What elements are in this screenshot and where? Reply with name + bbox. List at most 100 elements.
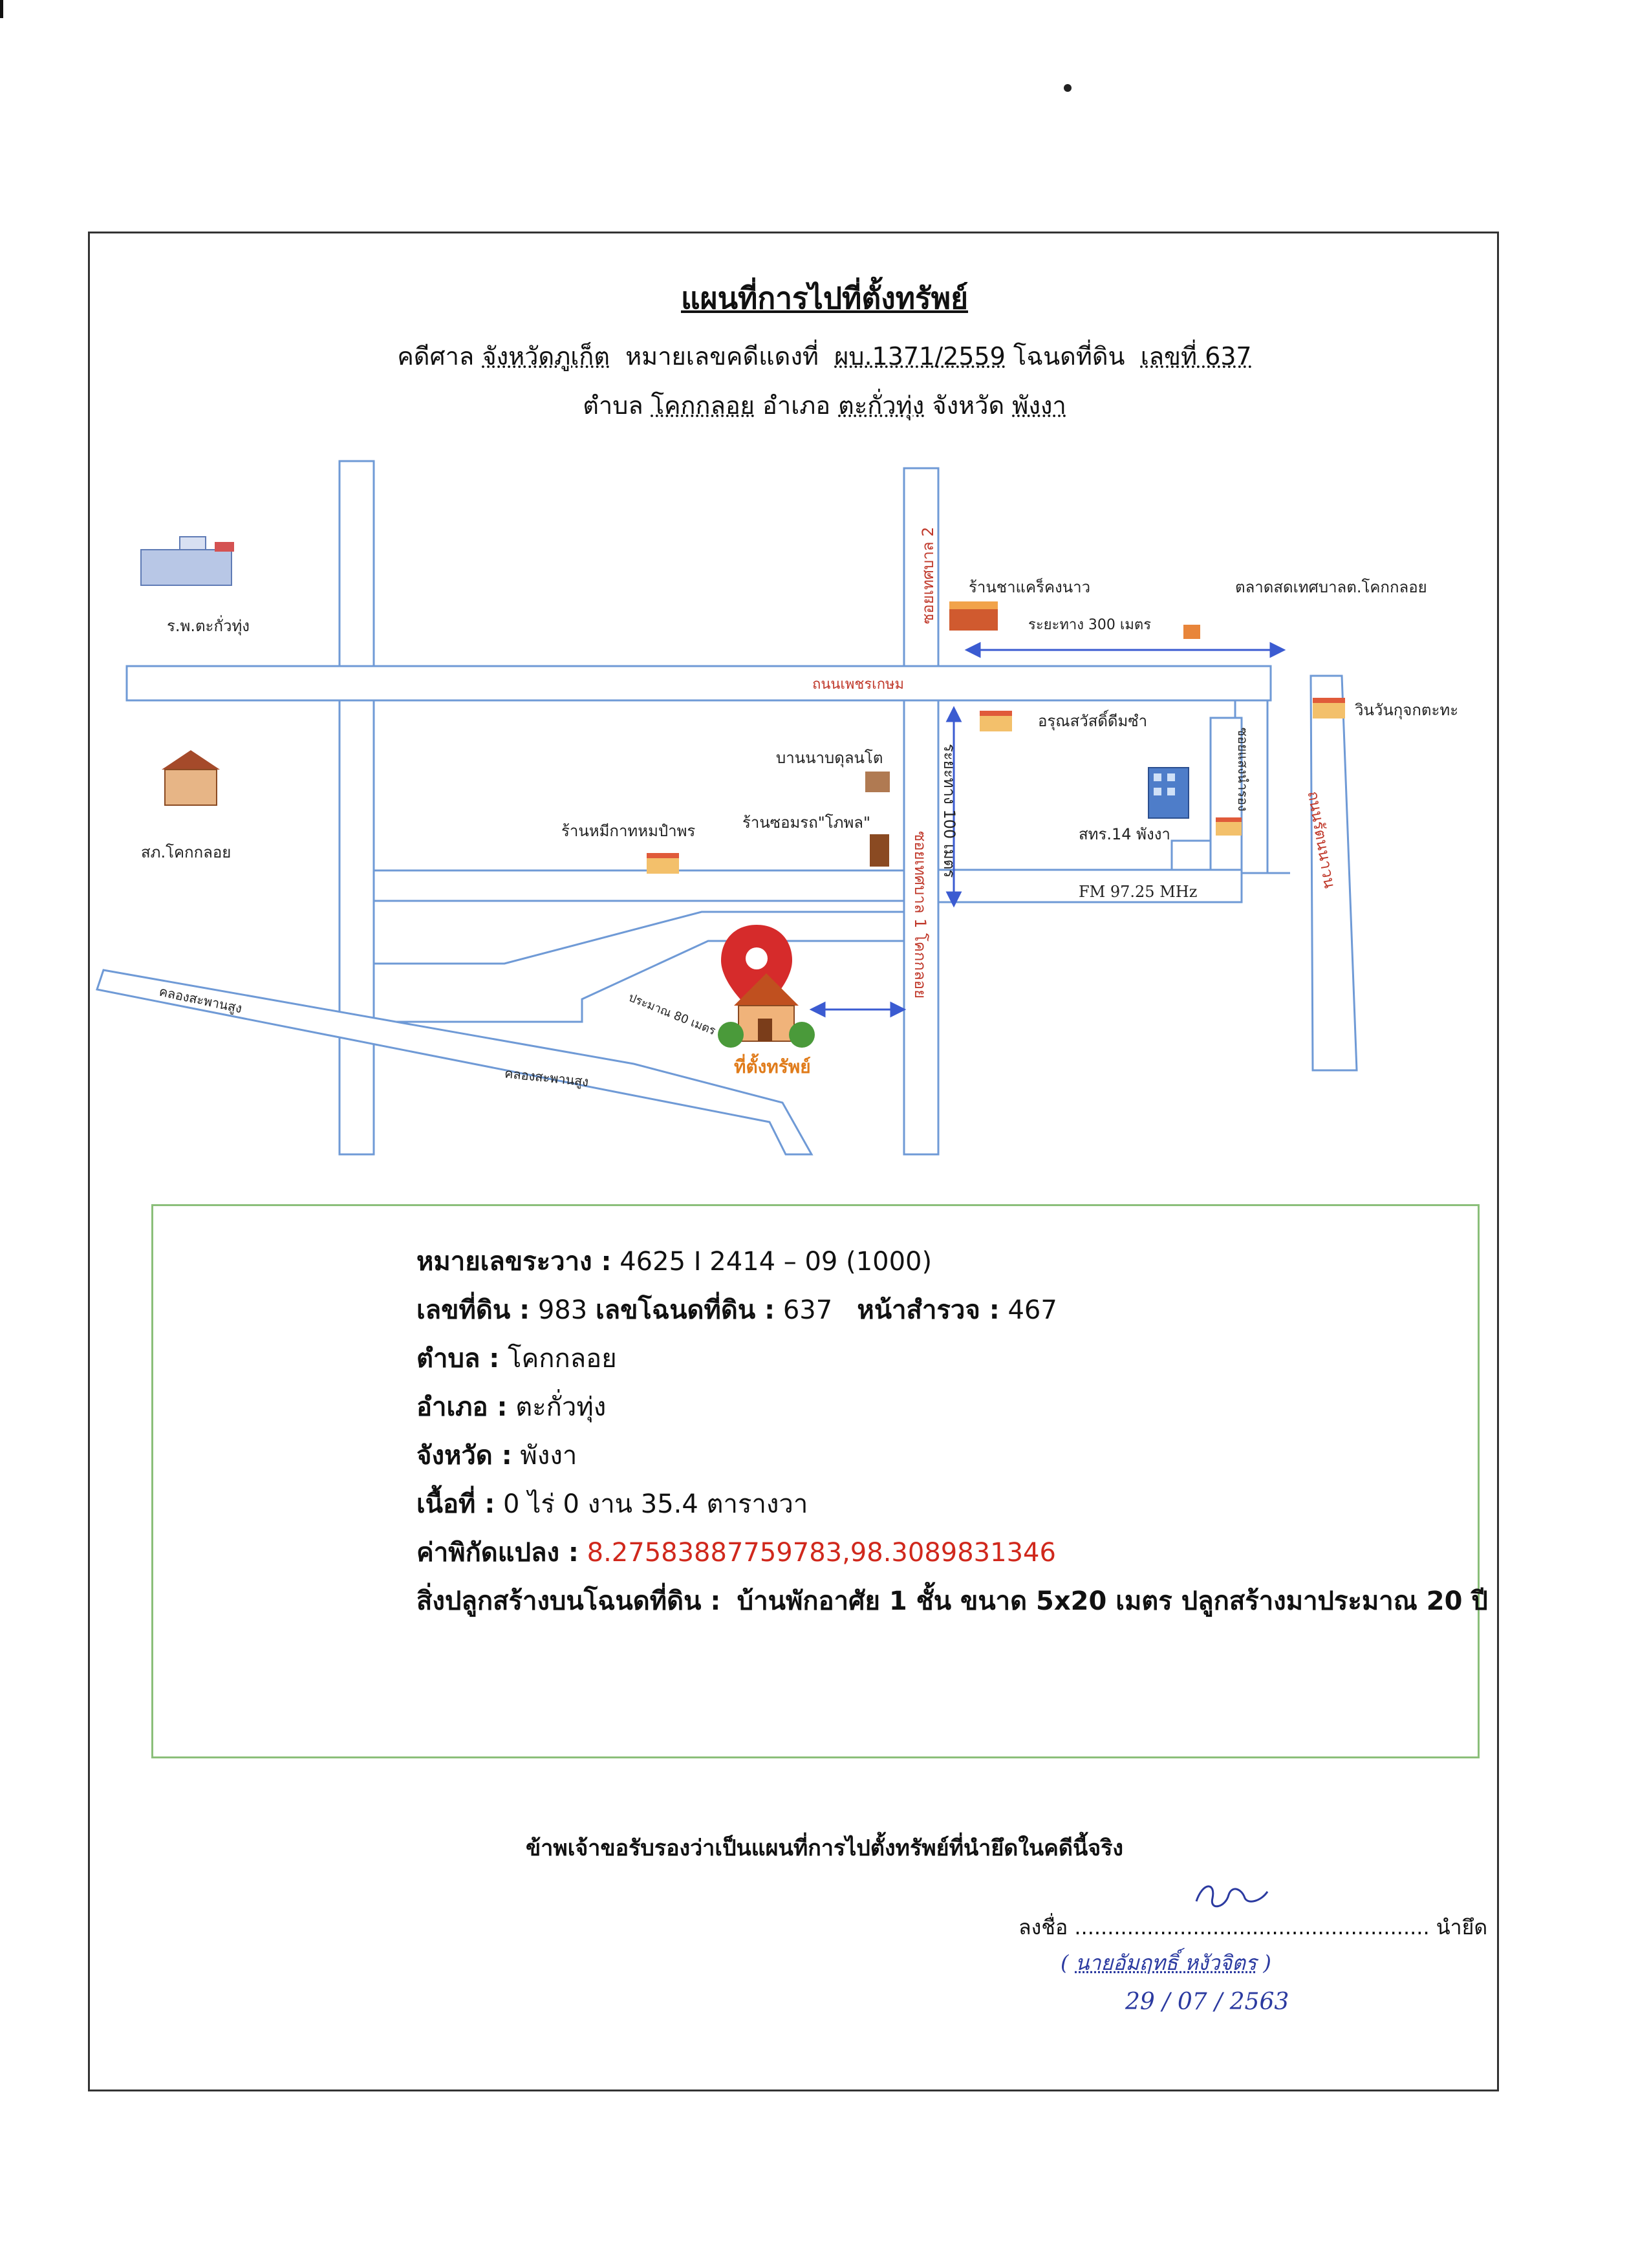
road-left-lower (338, 699, 375, 1156)
subdistrict-name: โคกกลอย (651, 391, 755, 420)
label-shop-car: ร้านซอมรถ"โภพล" (742, 814, 871, 832)
arrow-100m-top-head (945, 706, 962, 722)
info-coord-value: 8.27583887759783,98.3089831346 (587, 1538, 1056, 1568)
district-name: ตะกั่วทุ่ง (838, 391, 925, 420)
seizer-name: นายอัมฤทธิ์ หงัวจิตร (1075, 1950, 1257, 1975)
info-area: เนื้อที่ : 0 ไร่ 0 งาน 35.4 ตารางวา (416, 1483, 808, 1524)
property-house-icon (718, 973, 815, 1048)
arrow-300m-right-head (1269, 642, 1286, 658)
province-label: จังหวัด (932, 391, 1005, 420)
info-subdistrict-value: โคกกลอย (507, 1344, 617, 1374)
label-sor-tor-ror: สทร.14 พังงา (1079, 825, 1170, 843)
hospital-icon (140, 536, 234, 586)
sign-dots: ........................................… (1074, 1915, 1430, 1939)
seizer-label: นำยึด (1436, 1915, 1488, 1939)
info-province: จังหวัด : พังงา (416, 1434, 577, 1476)
info-district-value: ตะกั่วทุ่ง (515, 1392, 607, 1422)
canal (96, 969, 814, 1156)
name-close-paren: ) (1263, 1950, 1271, 1975)
label-soi-tesaban-1: ซอยเทศบาล 1 โคกกลอย (911, 831, 929, 999)
label-vin-moto: วินวันกุจกตะทะ (1355, 701, 1459, 719)
info-province-value: พังงา (520, 1441, 577, 1471)
label-soi-tesaban-2: ซอยเทศบาล 2 (919, 526, 937, 624)
road-left-upper (338, 460, 375, 667)
arrow-100m-bottom-head (945, 891, 962, 908)
header-line-1: คดีศาล จังหวัดภูเก็ต หมายเลขคดีแดงที่ ผบ… (0, 336, 1649, 376)
info-building: สิ่งปลูกสร้างบนโฉนดที่ดิน : บ้านพักอาศัย… (416, 1580, 1488, 1621)
info-subdistrict-label: ตำบล : (416, 1344, 500, 1374)
info-area-value: 0 ไร่ 0 งาน 35.4 ตารางวา (503, 1489, 808, 1519)
label-hospital: ร.พ.ตะกั่วทุ่ง (167, 617, 250, 635)
info-district-label: อำเภอ : (416, 1392, 508, 1422)
shop-icon (949, 601, 998, 631)
road-phetkasem (125, 665, 1272, 702)
road-soi-tesaban-1 (903, 699, 940, 1156)
info-deed-value: 637 (782, 1295, 833, 1325)
market-icon (1183, 625, 1200, 639)
arrow-300m-left-head (964, 642, 981, 658)
deed-number: เลขที่ 637 (1140, 342, 1252, 371)
label-ban-nai: บานนาบดุลนโต (776, 749, 883, 767)
building-icon (1148, 767, 1189, 819)
info-land-no: เลขที่ดิน : 983 เลขโฉนดที่ดิน : 637 หน้า… (416, 1289, 1057, 1330)
info-province-label: จังหวัด : (416, 1441, 512, 1471)
subdistrict-label: ตำบล (583, 391, 643, 420)
info-map-sheet-label: หมายเลขระวาง : (416, 1247, 612, 1277)
info-survey-value: 467 (1008, 1295, 1057, 1325)
vendor-icon (647, 698, 1345, 874)
case-label: หมายเลขคดีแดงที่ (625, 342, 819, 371)
house-icon (865, 772, 890, 867)
sign-label: ลงชื่อ (1018, 1915, 1068, 1939)
road-soi-tesaban-2 (903, 467, 940, 667)
label-distance-100: ระยะทาง 100 เมตร (940, 744, 958, 878)
arrow-80m-left-head (809, 1001, 826, 1018)
property-info-box (151, 1204, 1480, 1758)
district-label: อำเภอ (762, 391, 831, 420)
label-aroon: อรุณสวัสดิ์ดีมซำ (1038, 712, 1148, 730)
court-prefix: คดีศาล (397, 342, 475, 371)
province-name: พังงา (1012, 391, 1066, 420)
info-map-sheet-value: 4625 I 2414 – 09 (1000) (620, 1247, 932, 1277)
info-survey-label: หน้าสำรวจ : (857, 1295, 1000, 1325)
signature-mark (1195, 1885, 1269, 1908)
name-open-paren: ( (1061, 1950, 1069, 1975)
arrow-80m-right-head (890, 1001, 907, 1018)
label-fm: FM 97.25 MHz (1079, 883, 1198, 901)
signature-line: ลงชื่อ .................................… (1018, 1911, 1487, 1944)
certification-text: ข้าพเจ้าขอรับรองว่าเป็นแผนที่การไปตั้งทร… (525, 1835, 1124, 1861)
info-coord-label: ค่าพิกัดแปลง : (416, 1538, 579, 1568)
label-market: ตลาดสดเทศบาลต.โคกกลอย (1235, 578, 1427, 596)
label-property: ที่ตั้งทรัพย์ (734, 1056, 811, 1077)
info-building-value: บ้านพักอาศัย 1 ชั้น ขนาด 5x20 เมตร ปลูกส… (737, 1586, 1488, 1616)
label-shop-mookata: ร้านหมีกาทหมปำพร (561, 822, 696, 840)
info-subdistrict: ตำบล : โคกกลอย (416, 1337, 617, 1379)
label-distance-300: ระยะทาง 300 เมตร (1028, 617, 1152, 633)
info-map-sheet: หมายเลขระวาง : 4625 I 2414 – 09 (1000) (416, 1240, 932, 1282)
scan-dot (1064, 84, 1072, 92)
road-shops (372, 869, 905, 902)
label-police: สภ.โคกกลอย (141, 843, 232, 861)
info-area-label: เนื้อที่ : (416, 1489, 495, 1519)
scan-mark (0, 0, 3, 18)
info-deed-label: เลขโฉนดที่ดิน : (595, 1295, 775, 1325)
info-coordinates: ค่าพิกัดแปลง : 8.27583887759783,98.30898… (416, 1531, 1056, 1573)
label-shop-coffee: ร้านชาแคร็คงนาว (969, 578, 1091, 596)
seizer-name-line: ( นายอัมฤทธิ์ หงัวจิตร ) (1061, 1947, 1271, 1980)
header-line-2: ตำบล โคกกลอย อำเภอ ตะกั่วทุ่ง จังหวัด พั… (0, 385, 1649, 425)
deed-label: โฉนดที่ดิน (1013, 342, 1125, 371)
page-title: แผนที่การไปที่ตั้งทรัพย์ (680, 281, 969, 316)
info-district: อำเภอ : ตะกั่วทุ่ง (416, 1386, 606, 1427)
case-number: ผบ.1371/2559 (834, 342, 1006, 371)
court-name: จังหวัดภูเก็ต (482, 342, 610, 371)
road-fm (937, 869, 1243, 903)
police-station-icon (162, 750, 220, 806)
distance-arrows (809, 642, 1286, 1018)
road-right (1310, 675, 1358, 1072)
info-land-no-label: เลขที่ดิน : (416, 1295, 530, 1325)
label-soi-small: ซอยแสงนำรอง (1235, 728, 1251, 812)
label-road-phetkasem: ถนนเพชรเกษม (812, 676, 905, 693)
info-building-label: สิ่งปลูกสร้างบนโฉนดที่ดิน : (416, 1586, 721, 1616)
info-land-no-value: 983 (537, 1295, 588, 1325)
page-frame (88, 232, 1499, 2091)
